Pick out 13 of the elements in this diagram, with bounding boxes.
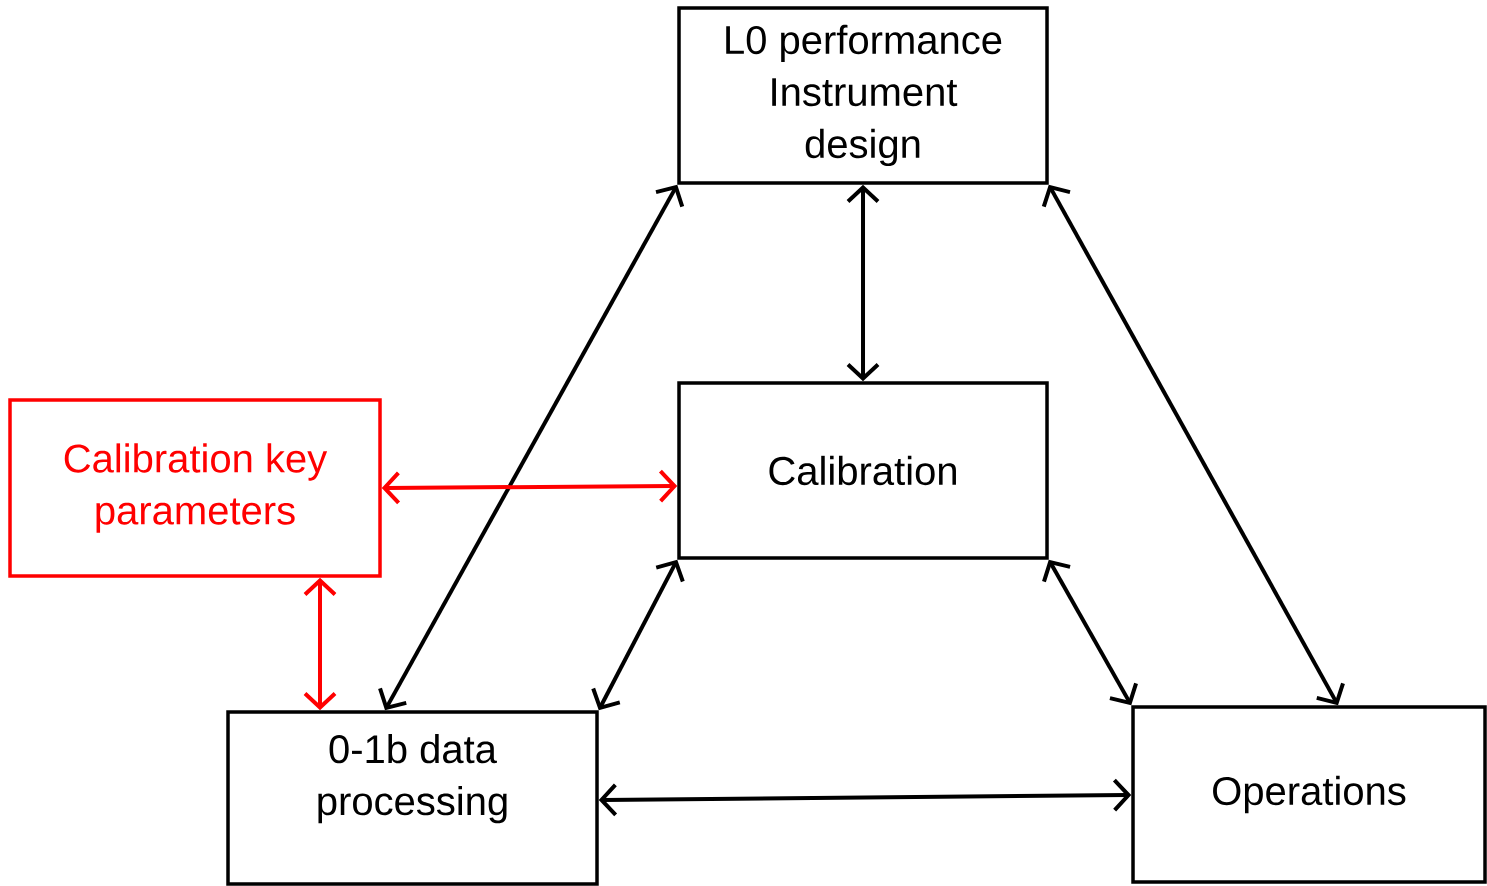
- process-box: Calibration: [677, 381, 1049, 560]
- process-box: 0-1b data processing: [226, 710, 599, 886]
- double-arrow: [381, 469, 678, 505]
- double-arrow: [846, 184, 880, 382]
- double-arrow: [598, 778, 1132, 817]
- double-arrow: [1041, 184, 1345, 706]
- double-arrow: [378, 184, 685, 711]
- double-arrow: [1042, 559, 1138, 706]
- process-box: Operations: [1131, 705, 1487, 884]
- process-box: L0 performance Instrument design: [677, 6, 1049, 185]
- double-arrow: [591, 559, 685, 711]
- double-arrow: [303, 577, 337, 711]
- parameter-box: Calibration key parameters: [8, 398, 382, 578]
